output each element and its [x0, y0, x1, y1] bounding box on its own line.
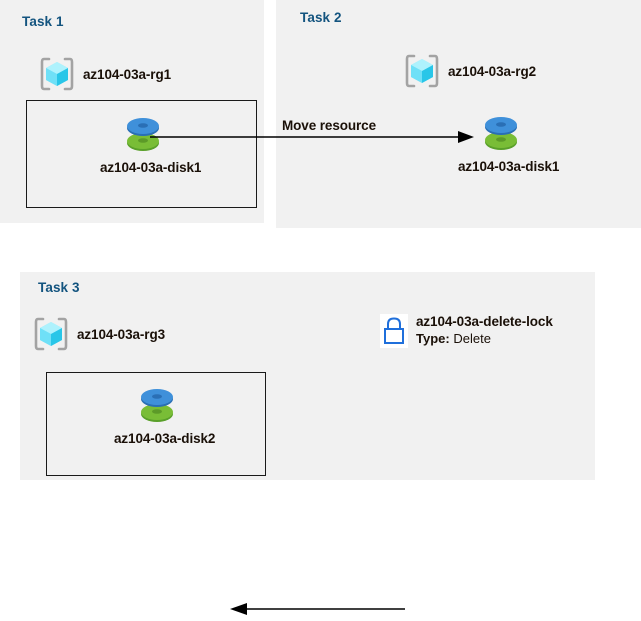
- delete-lock-type-value: Delete: [453, 331, 491, 346]
- resource-group-label: az104-03a-rg2: [448, 63, 537, 79]
- managed-disk-icon: [126, 118, 159, 151]
- resource-group-icon: [40, 57, 74, 91]
- resource-group-label: az104-03a-rg1: [83, 66, 172, 82]
- task-2-panel: Task 2 az104-03a-rg2 az104-03a-disk1: [276, 0, 641, 228]
- resource-group-node-rg2[interactable]: az104-03a-rg2: [403, 52, 536, 90]
- resource-group-node-rg1[interactable]: az104-03a-rg1: [38, 55, 171, 93]
- connector-move-resource: [150, 131, 474, 143]
- managed-disk-icon: [484, 117, 517, 150]
- delete-lock-node[interactable]: az104-03a-delete-lock Type: Delete: [380, 314, 553, 348]
- disk-node-disk1[interactable]: az104-03a-disk1: [100, 113, 202, 175]
- disk-node-disk2[interactable]: az104-03a-disk2: [114, 384, 216, 446]
- delete-lock-type: Type: Delete: [416, 331, 553, 347]
- disk-node-disk1-task2[interactable]: az104-03a-disk1: [458, 112, 560, 174]
- lock-icon: [380, 314, 408, 348]
- delete-lock-type-key: Type:: [416, 331, 450, 346]
- resource-group-label: az104-03a-rg3: [77, 326, 166, 342]
- task-1-panel: Task 1 az104-03a-rg1 az104-03a-disk1: [0, 0, 264, 223]
- resource-group-icon: [34, 317, 68, 351]
- task-1-title: Task 1: [22, 14, 64, 29]
- connector-label-move-resource: Move resource: [282, 118, 376, 133]
- connector-lock-applies-to: [230, 603, 405, 615]
- delete-lock-text: az104-03a-delete-lock Type: Delete: [416, 314, 553, 347]
- resource-box-disk1: [26, 100, 257, 208]
- delete-lock-name: az104-03a-delete-lock: [416, 314, 553, 329]
- managed-disk-icon: [140, 389, 173, 422]
- task-2-title: Task 2: [300, 10, 342, 25]
- resource-group-node-rg3[interactable]: az104-03a-rg3: [32, 315, 165, 353]
- resource-group-icon: [405, 54, 439, 88]
- disk-label: az104-03a-disk1: [458, 159, 560, 174]
- disk-label: az104-03a-disk2: [114, 431, 216, 446]
- disk-label: az104-03a-disk1: [100, 160, 202, 175]
- task-3-panel: Task 3 az104-03a-rg3 az104-03a-disk2: [20, 272, 595, 615]
- task-3-title: Task 3: [38, 280, 80, 295]
- resource-box-disk2: [46, 372, 266, 476]
